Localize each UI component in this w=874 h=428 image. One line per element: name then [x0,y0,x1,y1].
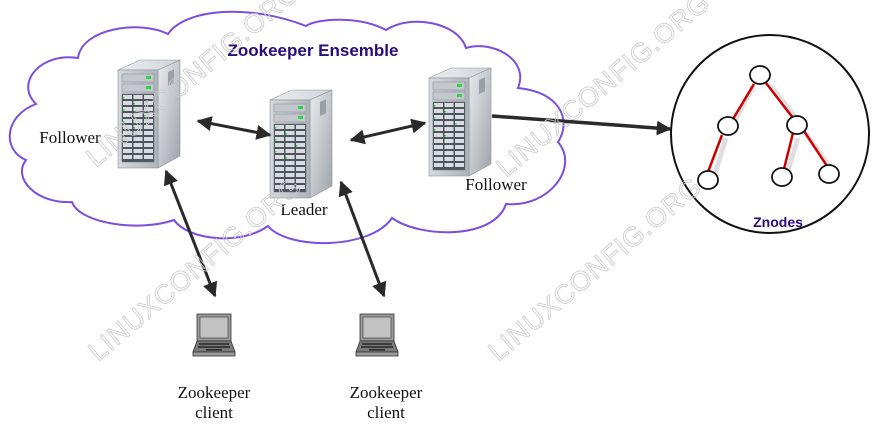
tree-edge [706,134,724,173]
client-1-label-line1: Zookeeper [178,383,251,402]
ensemble-title: Zookeeper Ensemble [227,41,398,60]
client-2-label-line1: Zookeeper [350,383,423,402]
znode-tree [697,65,840,190]
znode-root [749,65,771,85]
znodes-store: Znodes [670,34,870,234]
follower-1-label: Follower [39,128,101,147]
znodes-circle [670,34,870,234]
client-2-label-line2: client [367,403,405,422]
laptop-icon [355,313,399,357]
laptop-icon [192,313,236,357]
znode [771,167,793,187]
tree-edge [765,82,794,119]
arrow-leader-client2 [338,180,387,298]
server-icon [428,67,492,177]
arrow-follower2-znodes [491,114,672,136]
znode [818,164,840,184]
znodes-label: Znodes [753,214,803,230]
znode [697,170,719,190]
arrow-follower1-client1 [163,169,218,298]
arrow-leader-follower2 [349,118,427,145]
tree-edge [802,130,829,167]
znode [717,116,739,136]
client-1-label-line2: client [195,403,233,422]
client-2: Zookeeper client [350,313,423,422]
znode [786,115,808,135]
arrow-follower1-leader [196,116,272,140]
client-1: Zookeeper client [178,313,251,422]
tree-edge [731,83,756,120]
server-follower-2 [428,67,492,177]
leader-label: Leader [280,200,328,219]
follower-2-label: Follower [465,175,527,194]
tree-edge [782,132,795,170]
